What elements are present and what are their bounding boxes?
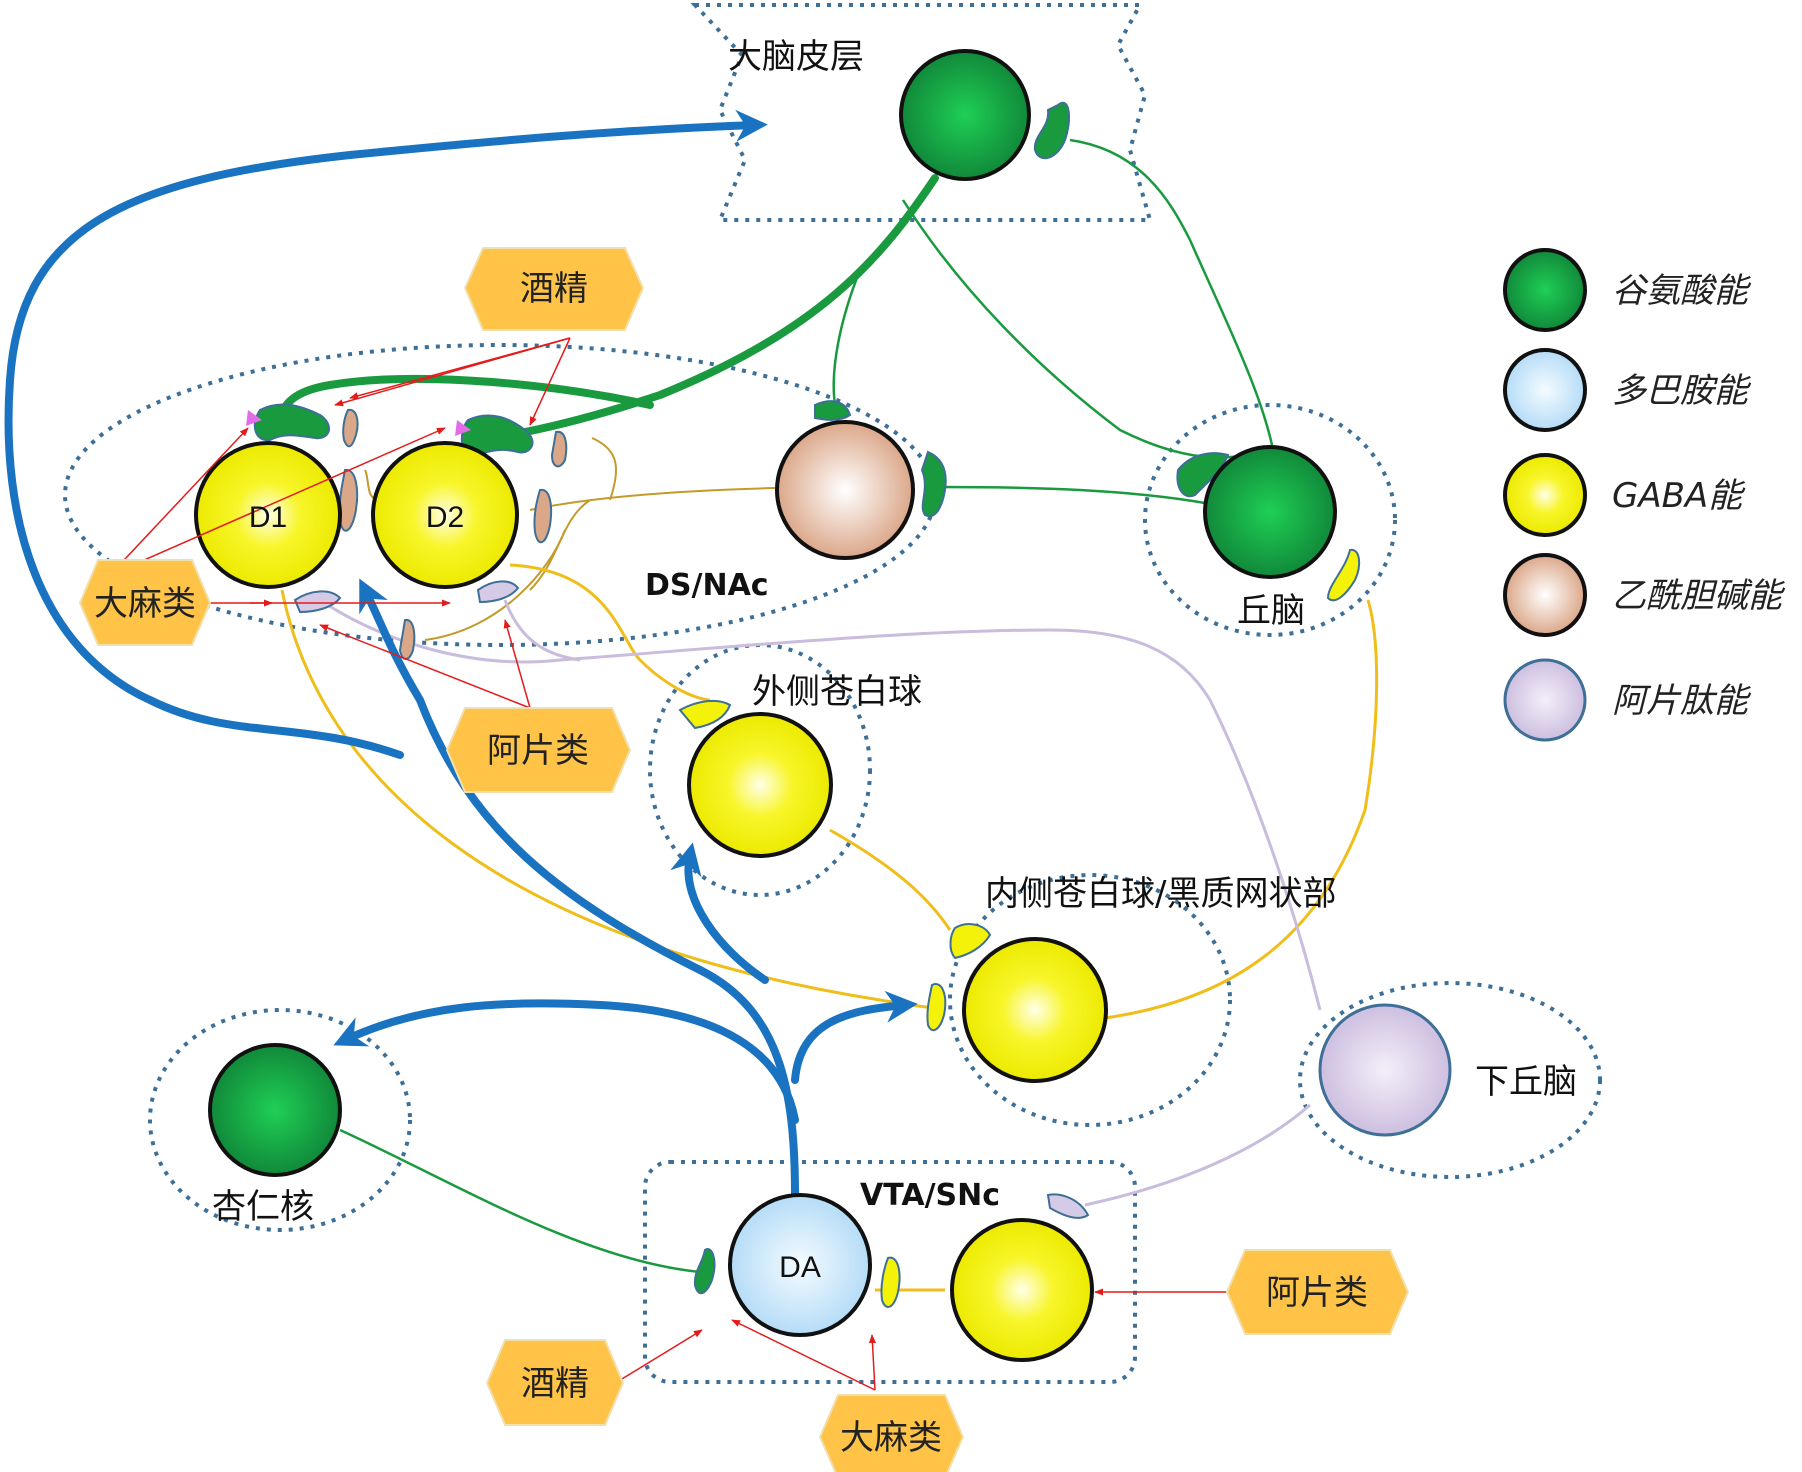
da-label: DA (779, 1251, 821, 1284)
amygdala-glutamate-neuron (208, 1043, 342, 1177)
drug-action-arrows (109, 337, 1230, 1391)
cannabis-bottom-text: 大麻类 (840, 1418, 942, 1458)
legend-swatch-cholinergic (1503, 553, 1587, 637)
gpi-label: 内侧苍白球/黑质网状部 (985, 874, 1336, 914)
hypothalamus-opioid-neuron (1318, 1003, 1452, 1137)
dopamine-paths (4, 109, 918, 1199)
alcohol-top-hex (463, 247, 645, 331)
cannabis-left-hex (78, 559, 212, 646)
synaptic-terminals (246, 101, 1361, 1308)
alcohol-top-text: 酒精 (520, 269, 588, 309)
legend-label-glutamate: 谷氨酸能 (1612, 271, 1752, 311)
opioid-paths (319, 598, 1322, 1207)
opioid-right-text: 阿片类 (1266, 1273, 1368, 1313)
amygdala-label: 杏仁核 (212, 1187, 314, 1227)
legend: 谷氨酸能 多巴胺能 GABA能 乙酰胆碱能 阿片肽能 (1503, 248, 1786, 742)
legend-label-gaba: GABA能 (1612, 476, 1746, 516)
opioid-mid-text: 阿片类 (487, 731, 589, 771)
thalamus-label: 丘脑 (1237, 591, 1305, 631)
cortex-label: 大脑皮层 (728, 37, 864, 77)
hypothalamus-region (1298, 981, 1602, 1179)
cholinergic-interneuron (775, 420, 915, 560)
cortex-striatum-glutamate-paths (276, 174, 939, 436)
vta-label: VTA/SNc (860, 1178, 1000, 1213)
drug-hexagons (78, 247, 1410, 1472)
vta-region (643, 1160, 1137, 1384)
legend-swatch-glutamate (1503, 248, 1587, 332)
hypothalamus-label: 下丘脑 (1475, 1062, 1577, 1102)
opioid-mid-hex (445, 707, 632, 793)
cortex-region (690, 2, 1153, 222)
d1-label: D1 (249, 501, 287, 534)
alcohol-bottom-text: 酒精 (521, 1364, 589, 1404)
neurons (194, 49, 1452, 1362)
d2-neuron (371, 441, 519, 589)
thalamus-glutamate-neuron (1203, 445, 1337, 579)
legend-label-opioid: 阿片肽能 (1612, 681, 1752, 721)
legend-swatch-dopamine (1503, 348, 1587, 432)
alcohol-bottom-hex (485, 1339, 625, 1426)
striatum-label: DS/NAc (645, 568, 769, 603)
legend-swatch-gaba (1503, 453, 1587, 537)
gpe-gaba-neuron (687, 712, 833, 858)
cannabis-bottom-hex (818, 1394, 965, 1472)
opioid-right-hex (1225, 1249, 1410, 1335)
cannabis-left-text: 大麻类 (94, 584, 196, 624)
vta-dopamine-neuron (728, 1193, 872, 1337)
amygdala-region (148, 1008, 412, 1232)
vta-gaba-neuron (950, 1218, 1094, 1362)
thalamus-region (1143, 403, 1397, 637)
legend-swatch-opioid (1503, 658, 1587, 742)
legend-label-cholinergic: 乙酰胆碱能 (1612, 576, 1786, 616)
cortex-glutamate-neuron (899, 49, 1031, 181)
legend-label-dopamine: 多巴胺能 (1612, 371, 1752, 411)
gpe-label: 外侧苍白球 (752, 672, 922, 712)
d1-neuron (194, 441, 342, 589)
gpi-region (948, 873, 1232, 1127)
gpi-gaba-neuron (962, 937, 1108, 1083)
d2-label: D2 (426, 501, 464, 534)
